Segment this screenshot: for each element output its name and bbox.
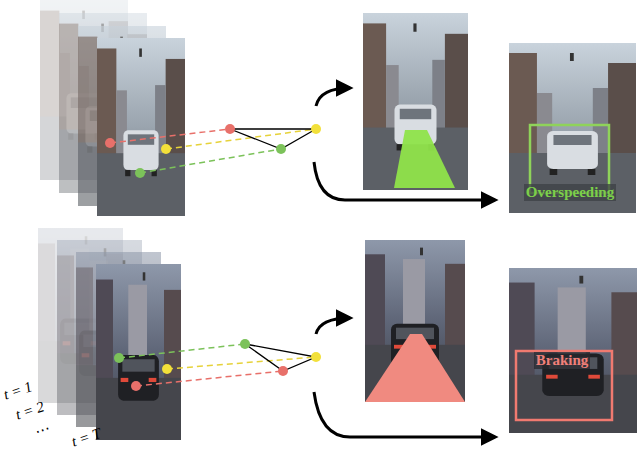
trajectory-overlay [365, 334, 465, 402]
bounding-box [516, 351, 612, 420]
frame-stack [40, 0, 185, 216]
graph [114, 339, 321, 391]
event-label: Braking [534, 352, 591, 369]
time-label: t = T [70, 426, 103, 450]
time-label: t = 1 [2, 379, 34, 402]
time-label: ⋯ [34, 420, 53, 439]
time-label: t = 2 [14, 399, 46, 422]
trajectory-overlay [394, 130, 455, 188]
graph [105, 124, 321, 178]
event-label: Overspeeding [524, 184, 616, 201]
frame-stack [38, 228, 181, 440]
